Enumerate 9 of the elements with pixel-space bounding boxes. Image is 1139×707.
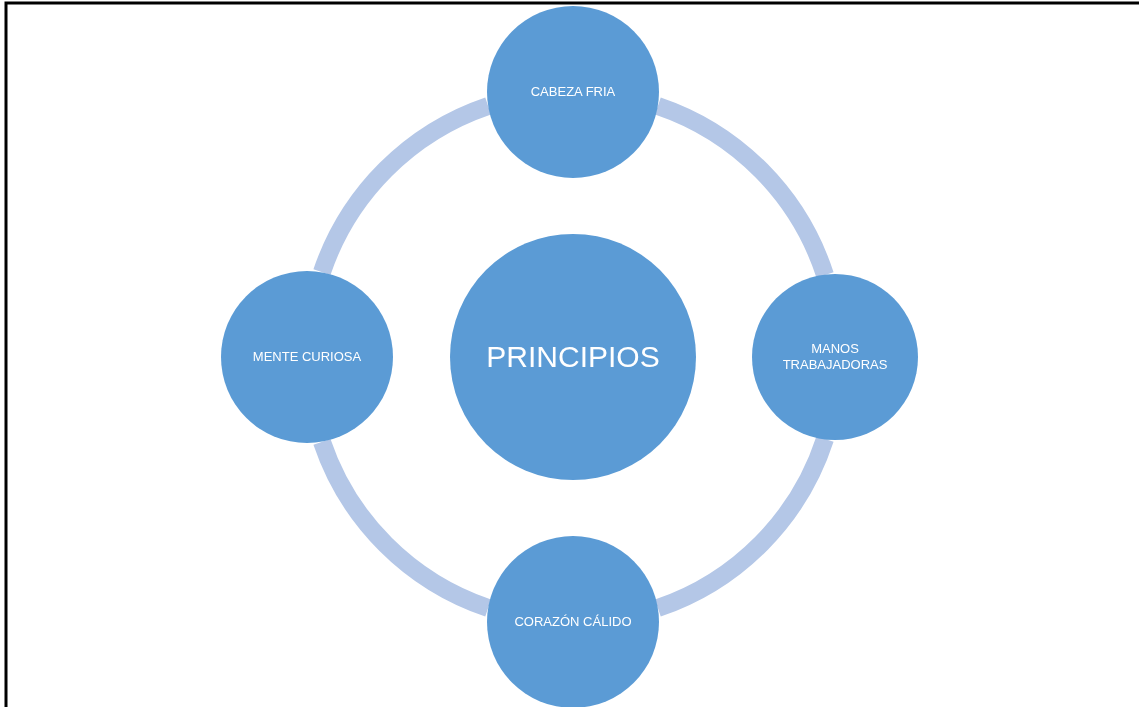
ring-connector [313, 438, 492, 617]
ring-connector [313, 97, 492, 276]
node-label: MENTE CURIOSA [252, 348, 362, 366]
node-label: MANOS TRABAJADORAS [781, 340, 889, 374]
node-label: PRINCIPIOS [486, 339, 660, 376]
node-label: CORAZÓN CÁLIDO [514, 613, 632, 631]
ring-connector [654, 97, 834, 279]
ring-connector [654, 435, 834, 617]
node-label: CABEZA FRIA [530, 83, 616, 101]
